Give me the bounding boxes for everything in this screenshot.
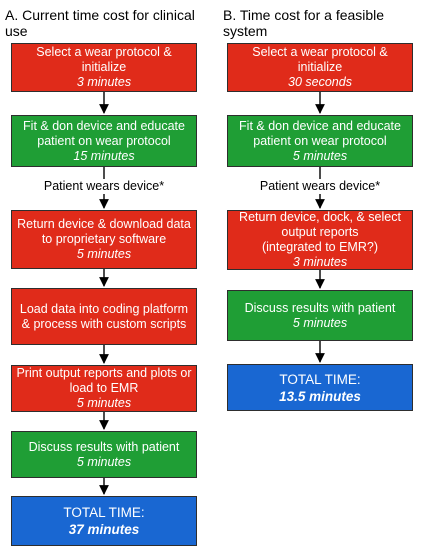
step-text: Load data into coding platform & process…: [19, 301, 189, 331]
step-text: Discuss results with patient: [28, 439, 180, 454]
step-text: Select a wear protocol & initialize: [252, 45, 388, 74]
step-text: Fit & don device and educate patient on …: [23, 118, 185, 148]
step-a-return-and-download: Return device & download data to proprie…: [11, 210, 197, 269]
step-time: 5 minutes: [292, 148, 348, 163]
total-label: TOTAL TIME:: [63, 505, 145, 520]
step-a-fit-and-educate: Fit & don device and educate patient on …: [11, 115, 197, 167]
step-text: Print output reports and plots or load t…: [16, 366, 192, 395]
step-time: 3 minutes: [292, 255, 348, 269]
step-text: Select a wear protocol & initialize: [36, 45, 172, 74]
step-time: 5 minutes: [76, 454, 132, 469]
step-a-select-protocol: Select a wear protocol & initialize 3 mi…: [11, 43, 197, 92]
column-b-title: B. Time cost for a feasible system: [223, 7, 385, 39]
step-time: 5 minutes: [76, 247, 132, 261]
total-a: TOTAL TIME: 37 minutes: [11, 496, 197, 546]
step-text: Discuss results with patient: [244, 300, 396, 315]
step-text: Return device & download data to proprie…: [17, 217, 191, 246]
total-b: TOTAL TIME: 13.5 minutes: [227, 364, 413, 411]
step-time: 30 seconds: [288, 75, 352, 89]
total-value: 37 minutes: [68, 522, 140, 537]
step-b-discuss-results: Discuss results with patient 5 minutes: [227, 290, 413, 341]
total-label: TOTAL TIME:: [279, 371, 361, 387]
step-time: 5 minutes: [292, 315, 348, 330]
note-a-patient-wears-device: Patient wears device*: [43, 179, 165, 193]
note-b-patient-wears-device: Patient wears device*: [259, 179, 381, 193]
step-a-discuss-results: Discuss results with patient 5 minutes: [11, 431, 197, 478]
step-a-print-or-load-emr: Print output reports and plots or load t…: [11, 365, 197, 412]
total-value: 13.5 minutes: [279, 388, 361, 404]
step-b-select-protocol: Select a wear protocol & initialize 30 s…: [227, 43, 413, 92]
step-b-fit-and-educate: Fit & don device and educate patient on …: [227, 115, 413, 167]
step-time: 3 minutes: [76, 75, 132, 89]
column-a-title: A. Current time cost for clinical use: [5, 7, 195, 39]
step-b-return-dock-select: Return device, dock, & select output rep…: [227, 210, 413, 270]
step-time: 5 minutes: [76, 396, 132, 410]
step-text: Return device, dock, & select output rep…: [239, 210, 401, 254]
step-a-load-and-process: Load data into coding platform & process…: [11, 288, 197, 345]
step-time: 15 minutes: [73, 148, 135, 163]
step-text: Fit & don device and educate patient on …: [239, 118, 401, 148]
